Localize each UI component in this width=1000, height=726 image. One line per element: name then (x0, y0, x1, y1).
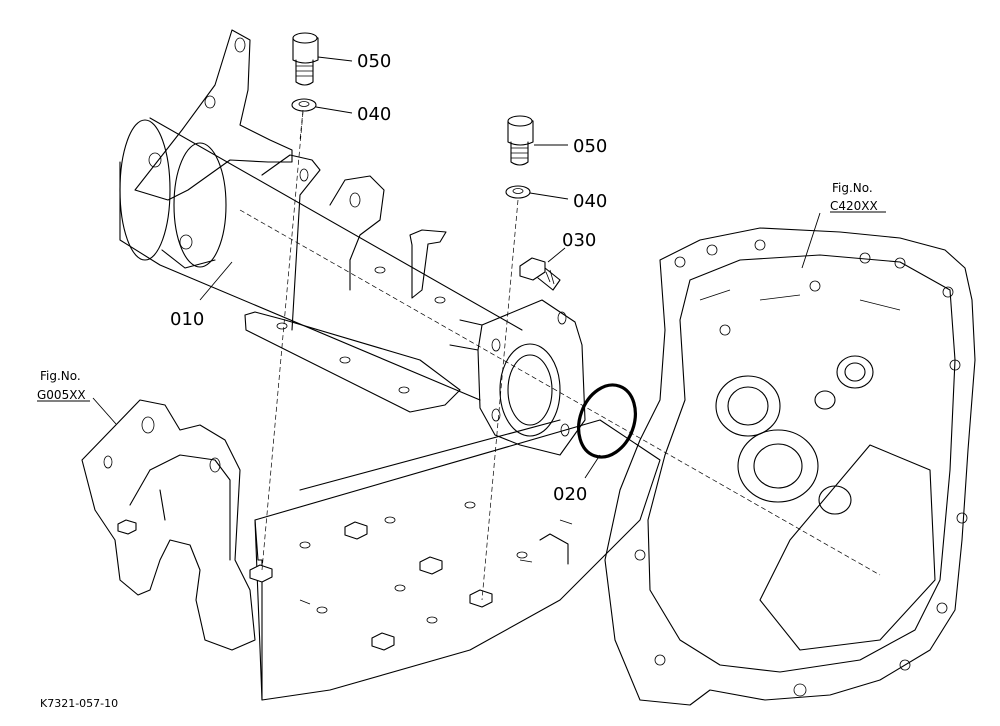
callout-040-left: 040 (357, 104, 391, 125)
bolt-050-right (507, 115, 534, 166)
o-ring-020 (577, 383, 637, 459)
housing-010 (119, 29, 586, 456)
callout-050-left: 050 (357, 51, 391, 72)
ref-right-line2: C420XX (830, 199, 878, 213)
frame-base-plate (117, 419, 661, 701)
ref-left-line2: G005XX (37, 388, 86, 402)
frame-holes (299, 501, 528, 624)
gear-case-bolt-holes (634, 239, 968, 697)
bolt-050-left (292, 32, 319, 86)
washer-040-left (291, 98, 317, 112)
ref-right-line1: Fig.No. (832, 181, 873, 195)
bolt-030 (519, 257, 561, 291)
callout-020: 020 (553, 484, 587, 505)
callout-050-right: 050 (573, 136, 607, 157)
ref-left-line1: Fig.No. (40, 369, 81, 383)
callout-040-right: 040 (573, 191, 607, 212)
gear-case-housing (604, 227, 976, 706)
left-side-bracket (81, 399, 256, 651)
callout-030: 030 (562, 230, 596, 251)
washer-040-right (505, 185, 531, 199)
leader-lines (92, 56, 821, 479)
assembly-axis-lines (239, 109, 881, 601)
drawing-code: K7321-057-10 (40, 697, 118, 710)
frame-weld-nuts (117, 519, 493, 651)
callout-010: 010 (170, 309, 204, 330)
